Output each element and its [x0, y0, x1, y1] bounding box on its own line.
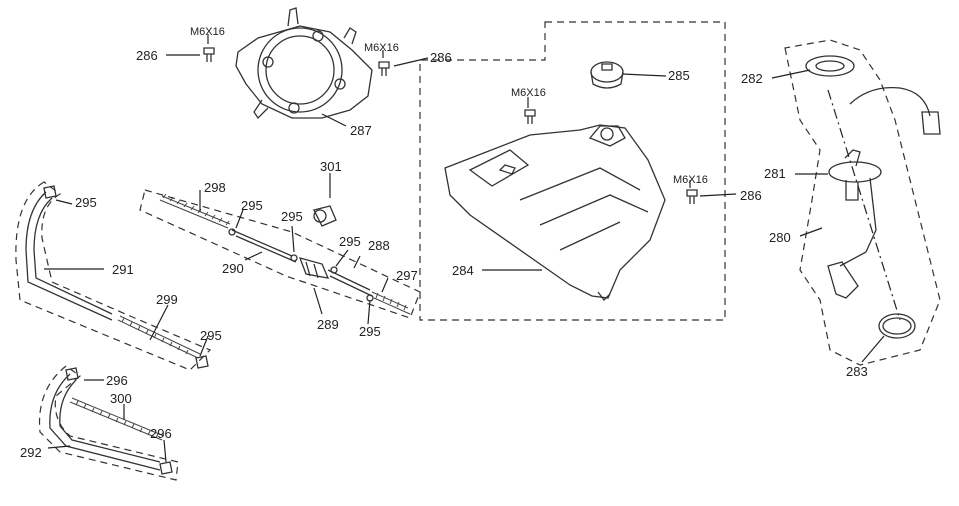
- bolt-spec-label: M6X16: [364, 42, 399, 54]
- bolt-286-right: [686, 189, 698, 204]
- part-number-labels: 286 286 286 287 285 282 281 280 283 284 …: [20, 48, 868, 460]
- part-label-300: 300: [110, 391, 132, 406]
- part-label-298: 298: [204, 180, 226, 195]
- part-label-289: 289: [317, 317, 339, 332]
- part-label-296: 296: [150, 426, 172, 441]
- fuel-hose-assembly-upper: [139, 189, 421, 319]
- part-label-295: 295: [241, 198, 263, 213]
- part-label-290: 290: [222, 261, 244, 276]
- part-label-281: 281: [764, 166, 786, 181]
- part-label-295: 295: [339, 234, 361, 249]
- part-label-292: 292: [20, 445, 42, 460]
- part-label-287: 287: [350, 123, 372, 138]
- leader-lines: [44, 34, 885, 463]
- part-label-285: 285: [668, 68, 690, 83]
- fuel-tank-group: [419, 21, 726, 321]
- fuel-cap-part-285: [590, 61, 624, 89]
- part-label-280: 280: [769, 230, 791, 245]
- fuel-sender-group-280: [784, 39, 941, 366]
- bolt-spec-label: M6X16: [511, 87, 546, 99]
- part-label-288: 288: [368, 238, 390, 253]
- part-label-286: 286: [430, 50, 452, 65]
- fuel-hose-292-assembly: [38, 365, 179, 481]
- bolt-spec-label: M6X16: [673, 174, 708, 186]
- bolt-286-mid: [378, 61, 390, 76]
- vacuum-fuel-pump-part-287: [235, 7, 373, 120]
- fuel-hose-291-assembly: [15, 181, 212, 371]
- bolt-spec-labels: M6X16 M6X16 M6X16 M6X16: [190, 26, 708, 186]
- bolt-286-left: [203, 47, 215, 62]
- part-label-301: 301: [320, 159, 342, 174]
- part-label-284: 284: [452, 263, 474, 278]
- part-label-286: 286: [740, 188, 762, 203]
- part-label-283: 283: [846, 364, 868, 379]
- bolt-spec-label: M6X16: [190, 26, 225, 38]
- part-label-297: 297: [396, 268, 418, 283]
- part-label-295: 295: [359, 324, 381, 339]
- bolt-tank-top: [524, 109, 536, 124]
- part-label-286: 286: [136, 48, 158, 63]
- part-label-282: 282: [741, 71, 763, 86]
- part-label-295: 295: [281, 209, 303, 224]
- part-label-296: 296: [106, 373, 128, 388]
- part-label-291: 291: [112, 262, 134, 277]
- part-label-295: 295: [75, 195, 97, 210]
- part-label-299: 299: [156, 292, 178, 307]
- part-label-295: 295: [200, 328, 222, 343]
